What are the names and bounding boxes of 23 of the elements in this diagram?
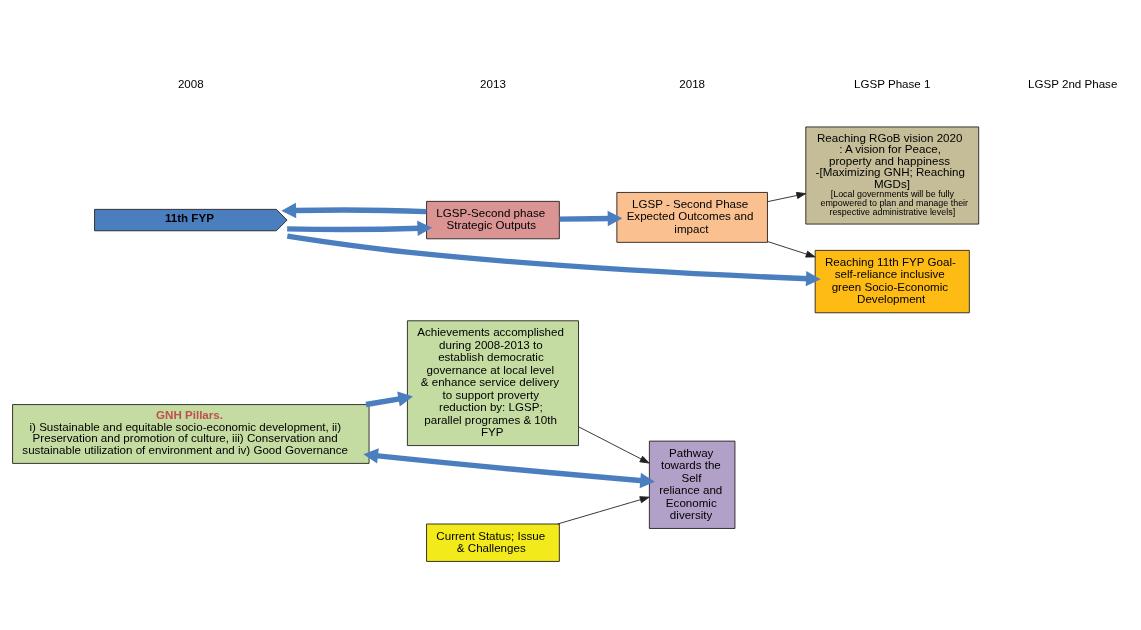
arrow — [287, 220, 433, 236]
label: 2008 — [177, 77, 204, 90]
arrow — [578, 426, 650, 464]
label: 2018 — [679, 77, 706, 90]
node-box: LGSP - Second Phase Expected Outcomes and impact — [616, 192, 768, 243]
arrow — [559, 210, 623, 227]
arrow — [767, 191, 807, 203]
arrow — [363, 448, 655, 489]
label: LGSP 2nd Phase — [1028, 77, 1118, 90]
arrow — [281, 202, 427, 219]
node-box: Reaching 11th FYP Goal-self-reliance inclusive green Socio-Economic Development — [814, 249, 970, 314]
node-box: GNH Pillars. i) Sustainable and equitable socio-economic development, ii) Preservation and promotion of culture, iii) Conservation and sustainable utilization of environment and iv) Good Governance — [12, 404, 370, 464]
arrow — [286, 233, 821, 287]
node-box: Current Status; Issue & Challenges — [426, 523, 560, 562]
arrow — [557, 496, 650, 525]
node-box: Reaching RGoB vision 2020 : A vision for Peace, property and happiness -[Maximizing GNH; Reaching MGDs] [Local governments will be fully empowered to plan and manage their respective administrative levels] — [805, 126, 980, 225]
node-box: LGSP-Second phase Strategic Outputs — [426, 200, 560, 240]
node-box: Achievements accomplished during 2008-2013 to establish democratic governance at local level & enhance service delivery to support proverty reduction by: LGSP; parallel programes & 10th FYP — [406, 320, 579, 446]
label: LGSP Phase 1 — [854, 77, 931, 90]
arrow — [767, 241, 816, 258]
label: 2013 — [480, 77, 506, 90]
arrow — [365, 391, 413, 408]
node-box: Pathway towards the Self reliance and Economic diversity — [648, 440, 736, 529]
